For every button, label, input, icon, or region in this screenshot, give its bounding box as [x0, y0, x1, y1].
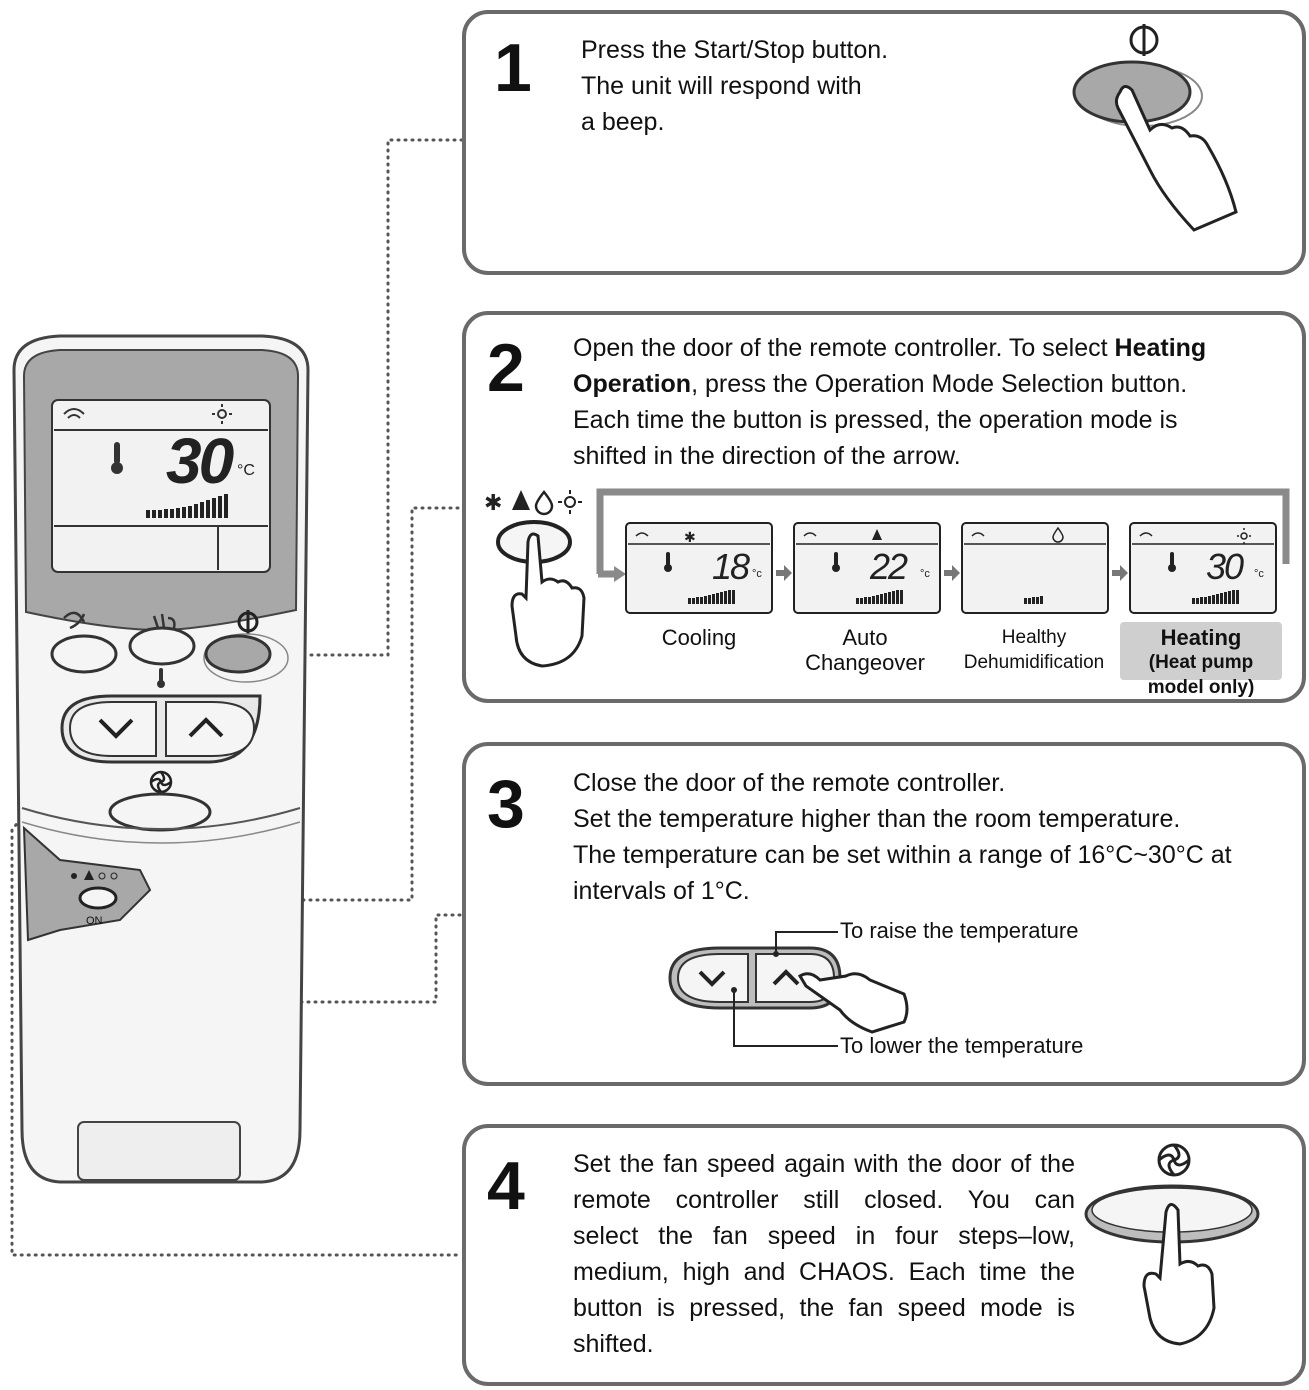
mode-label-auto-changeover: Auto Changeover: [790, 625, 940, 675]
mode-label-cooling: Cooling: [624, 625, 774, 650]
remote-swing-button[interactable]: [50, 634, 118, 674]
step-1-number: 1: [494, 30, 532, 106]
mode-label-line: Healthy: [1001, 627, 1067, 648]
temp-buttons-illustration: [668, 931, 909, 1047]
remote-on-label: ON: [86, 915, 103, 927]
jet-icon: [152, 613, 176, 629]
remote-control: ON: [12, 334, 310, 1184]
step-1-line: The unit will respond with: [581, 72, 862, 100]
chevron-down-icon: [698, 970, 726, 987]
fan-button-press-illustration: [1084, 1143, 1260, 1346]
step-4-line: button is pressed, the fan speed mode is: [573, 1294, 1075, 1322]
chevron-up-icon: [772, 969, 800, 986]
remote-fan-button[interactable]: [108, 792, 212, 832]
step-2-text-part: , press the Operation Mode Selection but…: [691, 370, 1188, 398]
step-2-text: Open the door of the remote controller. …: [573, 330, 1293, 474]
remote-jet-button[interactable]: [128, 626, 196, 666]
step-4-text: Set the fan speed again with the door of…: [573, 1146, 1075, 1362]
step-3-number: 3: [487, 766, 525, 842]
swing-icon: [63, 611, 86, 630]
remote-start-stop-button[interactable]: [204, 634, 272, 674]
mode-label-healthy-dehumidification: Healthy Dehumidification: [958, 625, 1110, 675]
step-1-text: Press the Start/Stop button. The unit wi…: [581, 32, 981, 140]
step-3-line: Close the door of the remote controller.: [573, 769, 1006, 797]
lcd-cooling-unit: °c: [752, 568, 762, 580]
lcd-heating-temp: 30: [1206, 546, 1244, 587]
mode-icons: ✱: [484, 489, 582, 516]
step-2-number: 2: [487, 330, 525, 406]
lcd-heating: [1129, 522, 1277, 614]
step-2-line: shifted in the direction of the arrow.: [573, 442, 961, 470]
mode-label-line: (Heat pump model only): [1147, 652, 1255, 698]
fan-icon: [149, 770, 173, 794]
remote-mode-button[interactable]: [78, 886, 118, 910]
step-2-text-bold: Operation: [573, 370, 692, 398]
signal-icon: [63, 408, 85, 419]
svg-text:✱: ✱: [484, 490, 502, 515]
raise-temperature-label: To raise the temperature: [840, 918, 1079, 943]
remote-up-button[interactable]: [165, 701, 256, 757]
step-2-text-bold: Heating: [1114, 334, 1207, 362]
remote-door-open-flap: [22, 825, 152, 942]
start-stop-press-illustration: [1072, 24, 1238, 232]
lcd-cooling: ✱: [625, 522, 773, 614]
fan-icon: [1157, 1143, 1191, 1177]
temp-small-icon: [157, 668, 165, 688]
pointing-hand-icon: [510, 532, 586, 668]
mode-label-heating: Heating (Heat pump model only): [1120, 622, 1282, 698]
mode-label-line: Heating: [1160, 625, 1242, 650]
step-2-text-part: Open the door of the remote controller. …: [573, 334, 1115, 362]
pointing-hand-icon: [1142, 1203, 1216, 1346]
lower-temperature-label: To lower the temperature: [840, 1033, 1084, 1058]
step-4-line: Set the fan speed again with the door of…: [573, 1150, 1075, 1178]
step-3-text: Close the door of the remote controller.…: [573, 765, 1293, 909]
step-3-line: intervals of 1°C.: [573, 877, 750, 905]
mode-button-press-illustration: ✱: [484, 489, 586, 668]
thermometer-icon: [111, 442, 123, 474]
connector-step4: [10, 810, 464, 1257]
step-3-line: The temperature can be set within a rang…: [573, 841, 1232, 869]
step-1-line: a beep.: [581, 108, 665, 136]
mode-label-line: Auto: [842, 625, 888, 650]
fan-level-bars: [146, 494, 228, 518]
lcd-auto-temp: 22: [870, 546, 908, 587]
remote-lcd: [51, 399, 271, 573]
lcd-healthy-dehumidification: [961, 522, 1109, 614]
lcd-auto-unit: °c: [920, 568, 930, 580]
lcd-cooling-temp: 18: [712, 546, 750, 587]
step-2-line: Each time the button is pressed, the ope…: [573, 406, 1178, 434]
step-4-line: remote controller still closed. You can: [573, 1186, 1075, 1214]
remote-display-unit: °C: [237, 462, 255, 479]
lcd-heating-unit: °c: [1254, 568, 1264, 580]
step-3-line: Set the temperature higher than the room…: [573, 805, 1181, 833]
sun-icon: [212, 404, 232, 424]
step-4-line: shifted.: [573, 1330, 654, 1358]
connector-step1: [260, 138, 464, 657]
power-icon: [1129, 24, 1159, 56]
mode-lcd-sequence: ✱: [625, 522, 1277, 614]
chevron-down-icon: [98, 718, 134, 739]
lcd-auto-changeover: [793, 522, 941, 614]
pointing-hand-icon: [1114, 85, 1238, 232]
step-1-line: Press the Start/Stop button.: [581, 36, 889, 64]
pointing-hand-icon: [797, 972, 909, 1034]
remote-down-button[interactable]: [68, 701, 157, 757]
mode-label-line: Changeover: [805, 650, 925, 675]
temp-down-button-large: [676, 953, 749, 1003]
mode-icons-small: [71, 870, 118, 880]
step-4-line: select the fan speed in four steps–low,: [573, 1222, 1075, 1250]
mode-label-line: Dehumidification: [963, 652, 1105, 673]
mode-cycle-arrow: [596, 488, 1290, 582]
mode-label-line: Cooling: [661, 625, 737, 650]
step-4-number: 4: [487, 1148, 525, 1224]
remote-battery-cover: [77, 1121, 241, 1181]
step-4-line: medium, high and CHAOS. Each time the: [573, 1258, 1075, 1286]
svg-text:✱: ✱: [684, 529, 696, 545]
remote-display-temp: 30: [166, 425, 234, 497]
chevron-up-icon: [188, 717, 224, 738]
power-icon: [237, 610, 259, 634]
